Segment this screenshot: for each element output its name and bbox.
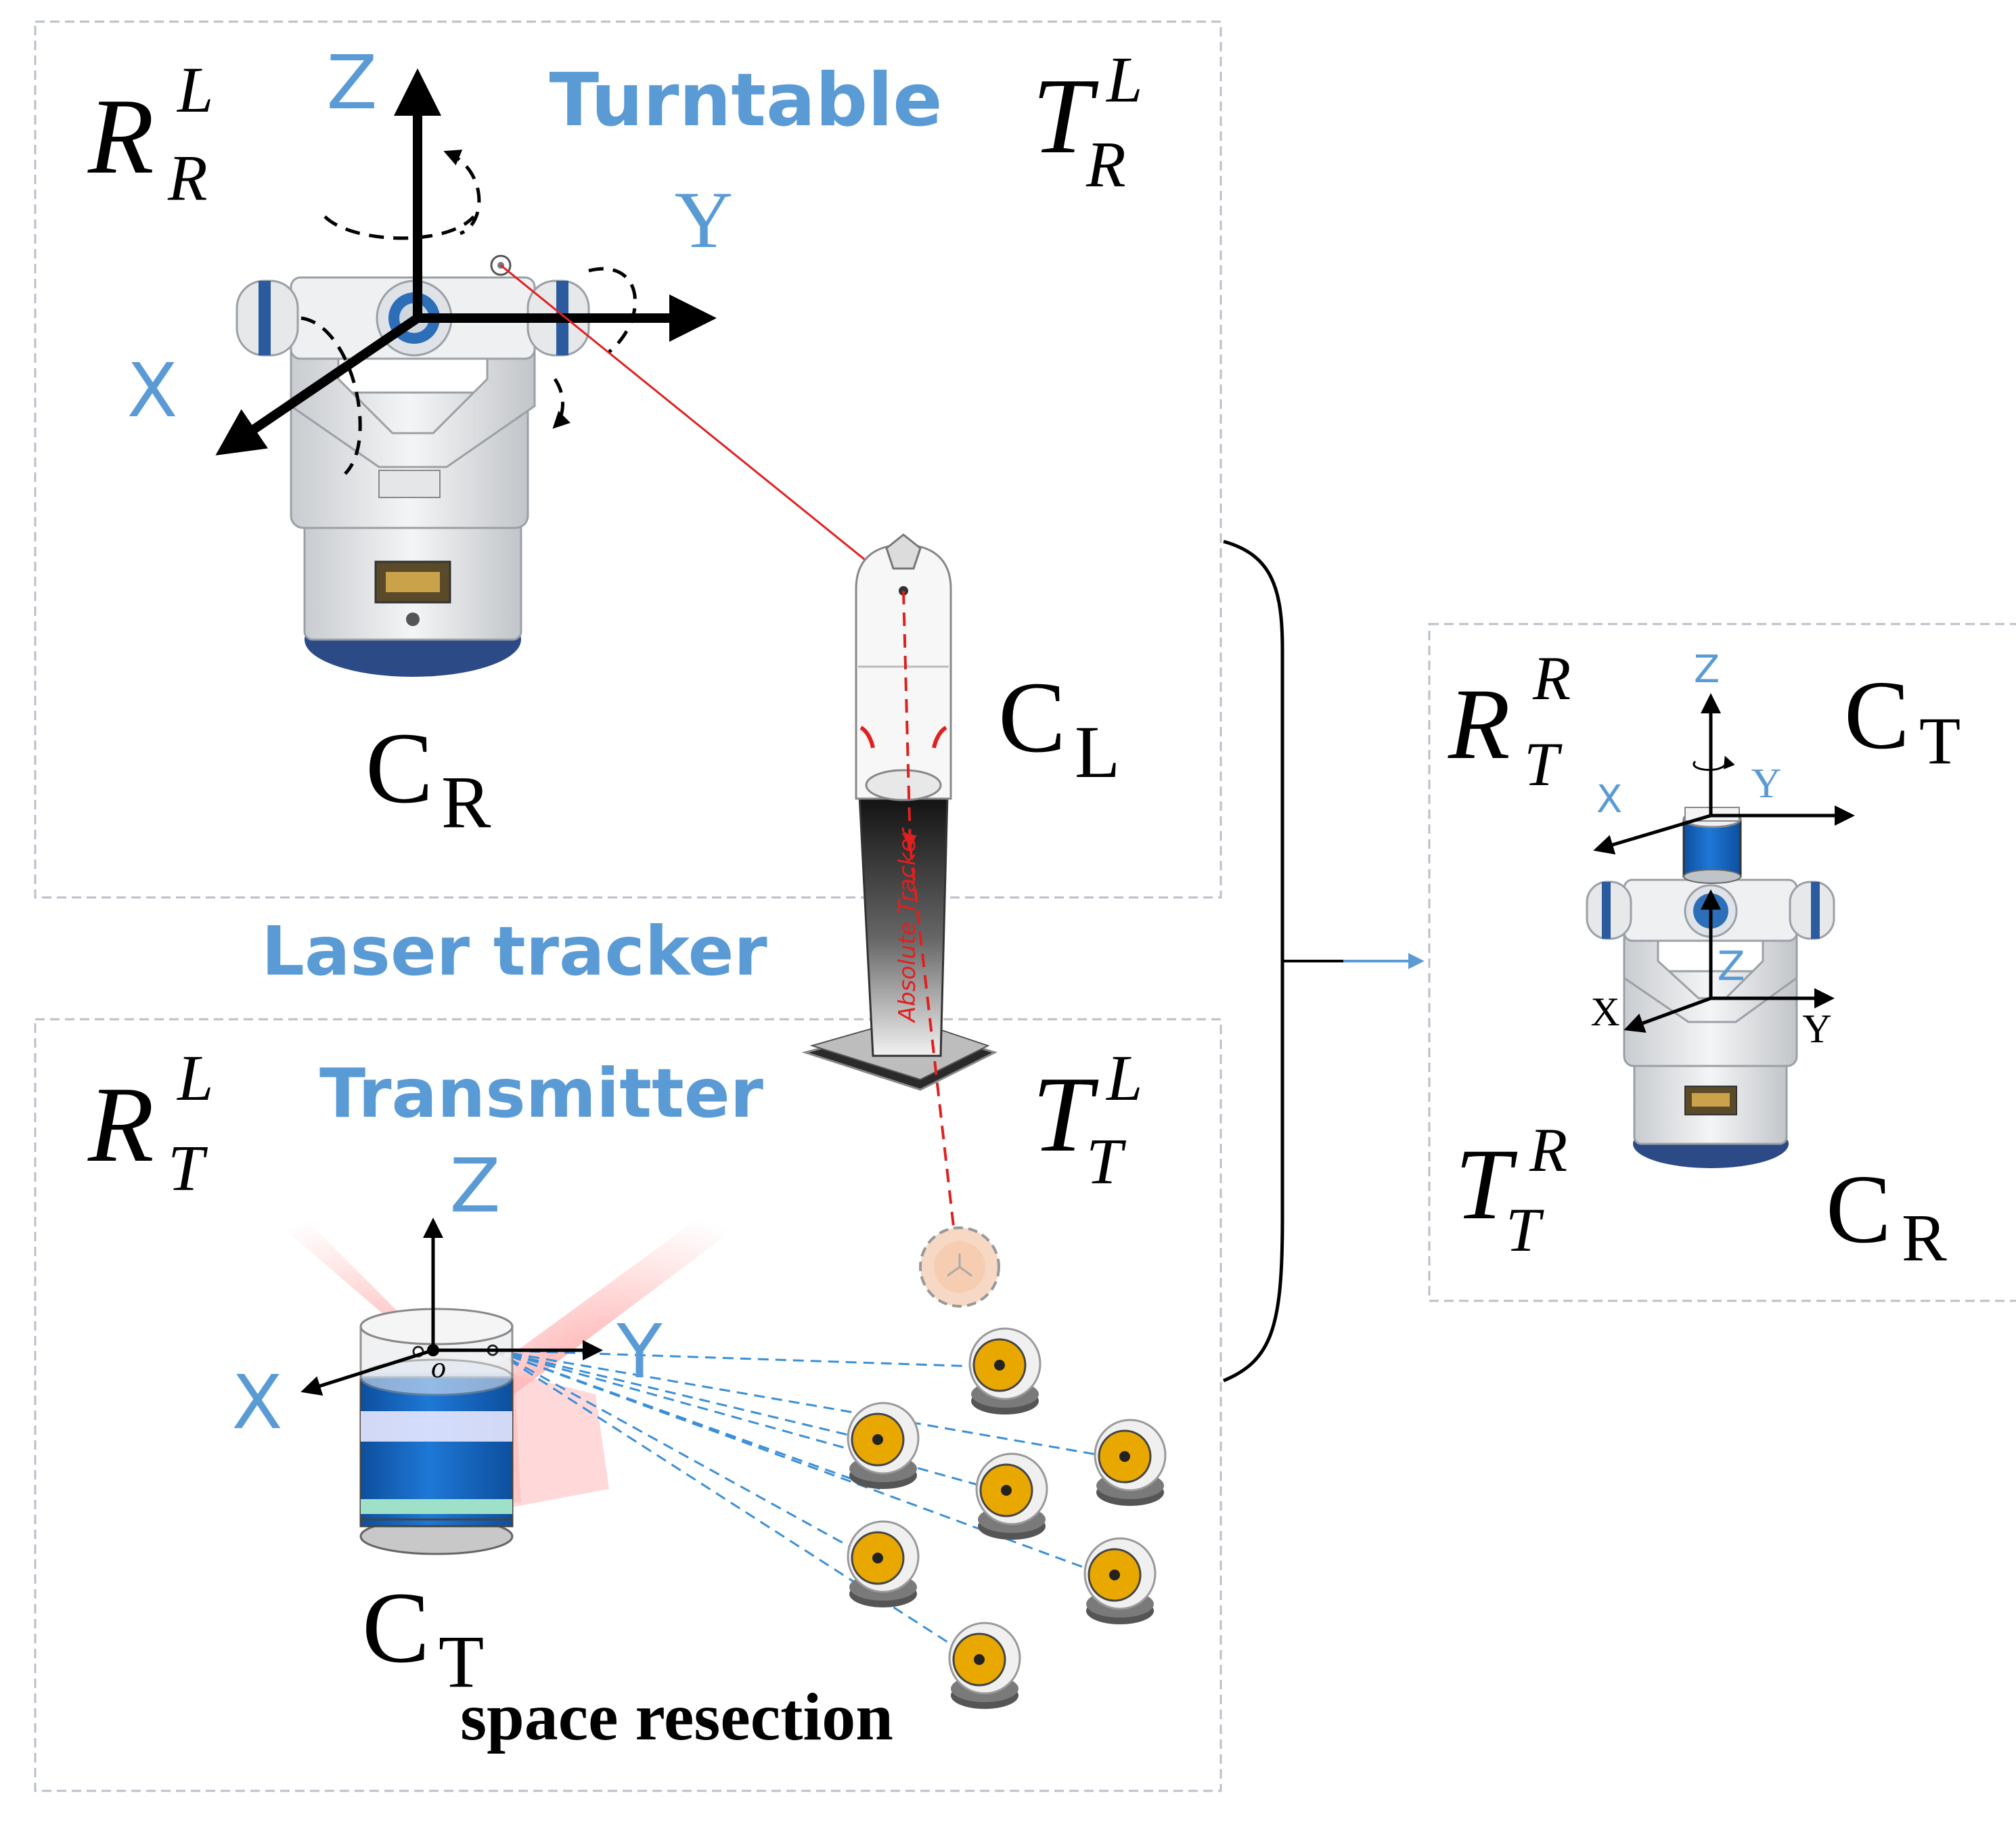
result-rotation-label: R T R — [1448, 644, 1571, 799]
turntable-panel — [34, 20, 1222, 899]
turntable-device — [236, 254, 590, 677]
turntable-title: Turntable — [550, 58, 943, 143]
result-bottom-axis-x-label: X — [1590, 989, 1619, 1034]
rotation-arc-z — [323, 215, 475, 240]
transmitter-axis-x-label: X — [231, 1359, 282, 1446]
transmitter-title: Transmitter — [319, 1054, 764, 1133]
targets — [847, 1327, 1167, 1709]
turntable-translation-label: T R L — [1032, 43, 1142, 200]
laser-tracker-label: Laser tracker — [261, 912, 767, 991]
result-bottom-axes — [1623, 889, 1835, 1033]
transmitter-axis-y-label: Y — [616, 1308, 663, 1395]
transmitter-axis-z-label: Z — [449, 1142, 500, 1229]
result-frame-bottom-label: C R — [1826, 1155, 1947, 1275]
turntable-axes — [215, 68, 717, 455]
turntable-axis-x-label: X — [127, 347, 177, 434]
transmitter-axes — [300, 1218, 603, 1396]
rotation-arc-y — [588, 267, 637, 353]
turntable-axis-y-label: Y — [675, 175, 734, 265]
target — [1083, 1537, 1157, 1624]
tracker-body-text: Absolute Tracker — [894, 827, 921, 1023]
target — [948, 1622, 1021, 1709]
result-bottom-axis-y-label: Y — [1802, 1006, 1831, 1051]
result-top-axis-y-label: Y — [1751, 761, 1782, 807]
smr-reflector — [919, 1226, 1000, 1308]
laser-beam-turntable — [500, 264, 904, 592]
space-resection-label: space resection — [460, 1679, 893, 1754]
target — [975, 1452, 1048, 1540]
transmitter-translation-label: T T L — [1032, 1042, 1142, 1197]
turntable-frame-label: C R — [365, 712, 491, 843]
turntable-rotation-label: R R L — [87, 53, 213, 214]
transmitter-frame-label: C T — [362, 1572, 484, 1703]
laser-tracker-device: Absolute Tracker — [801, 533, 998, 1091]
turntable-axis-z-label: Z — [326, 39, 377, 126]
result-translation-label: T T R — [1455, 1115, 1567, 1264]
laser-beam-transmitter — [909, 845, 959, 1263]
target — [1094, 1419, 1167, 1506]
transmitter-rotation-label: R T L — [87, 1042, 213, 1204]
tracker-frame-label: C L — [998, 661, 1120, 793]
target — [847, 1520, 920, 1607]
target — [968, 1327, 1041, 1415]
result-top-axis-x-label: X — [1596, 778, 1622, 822]
rotation-arc-z-2 — [443, 150, 481, 236]
combine-brace — [1223, 539, 1284, 1383]
result-top-axis-z-label: Z — [1694, 648, 1720, 692]
result-bottom-axis-z-label: Z — [1717, 943, 1745, 990]
transmitter-panel — [34, 1018, 1222, 1792]
result-panel — [1428, 623, 2016, 1302]
transmitter-device — [359, 1308, 514, 1555]
transmitter-origin-label: o — [431, 1351, 446, 1384]
result-frame-top-label: C T — [1844, 661, 1961, 778]
result-top-axes — [1593, 693, 1855, 855]
rotation-arc-x-2 — [552, 378, 570, 429]
result-assembly — [1586, 807, 1835, 1168]
target — [847, 1402, 920, 1489]
